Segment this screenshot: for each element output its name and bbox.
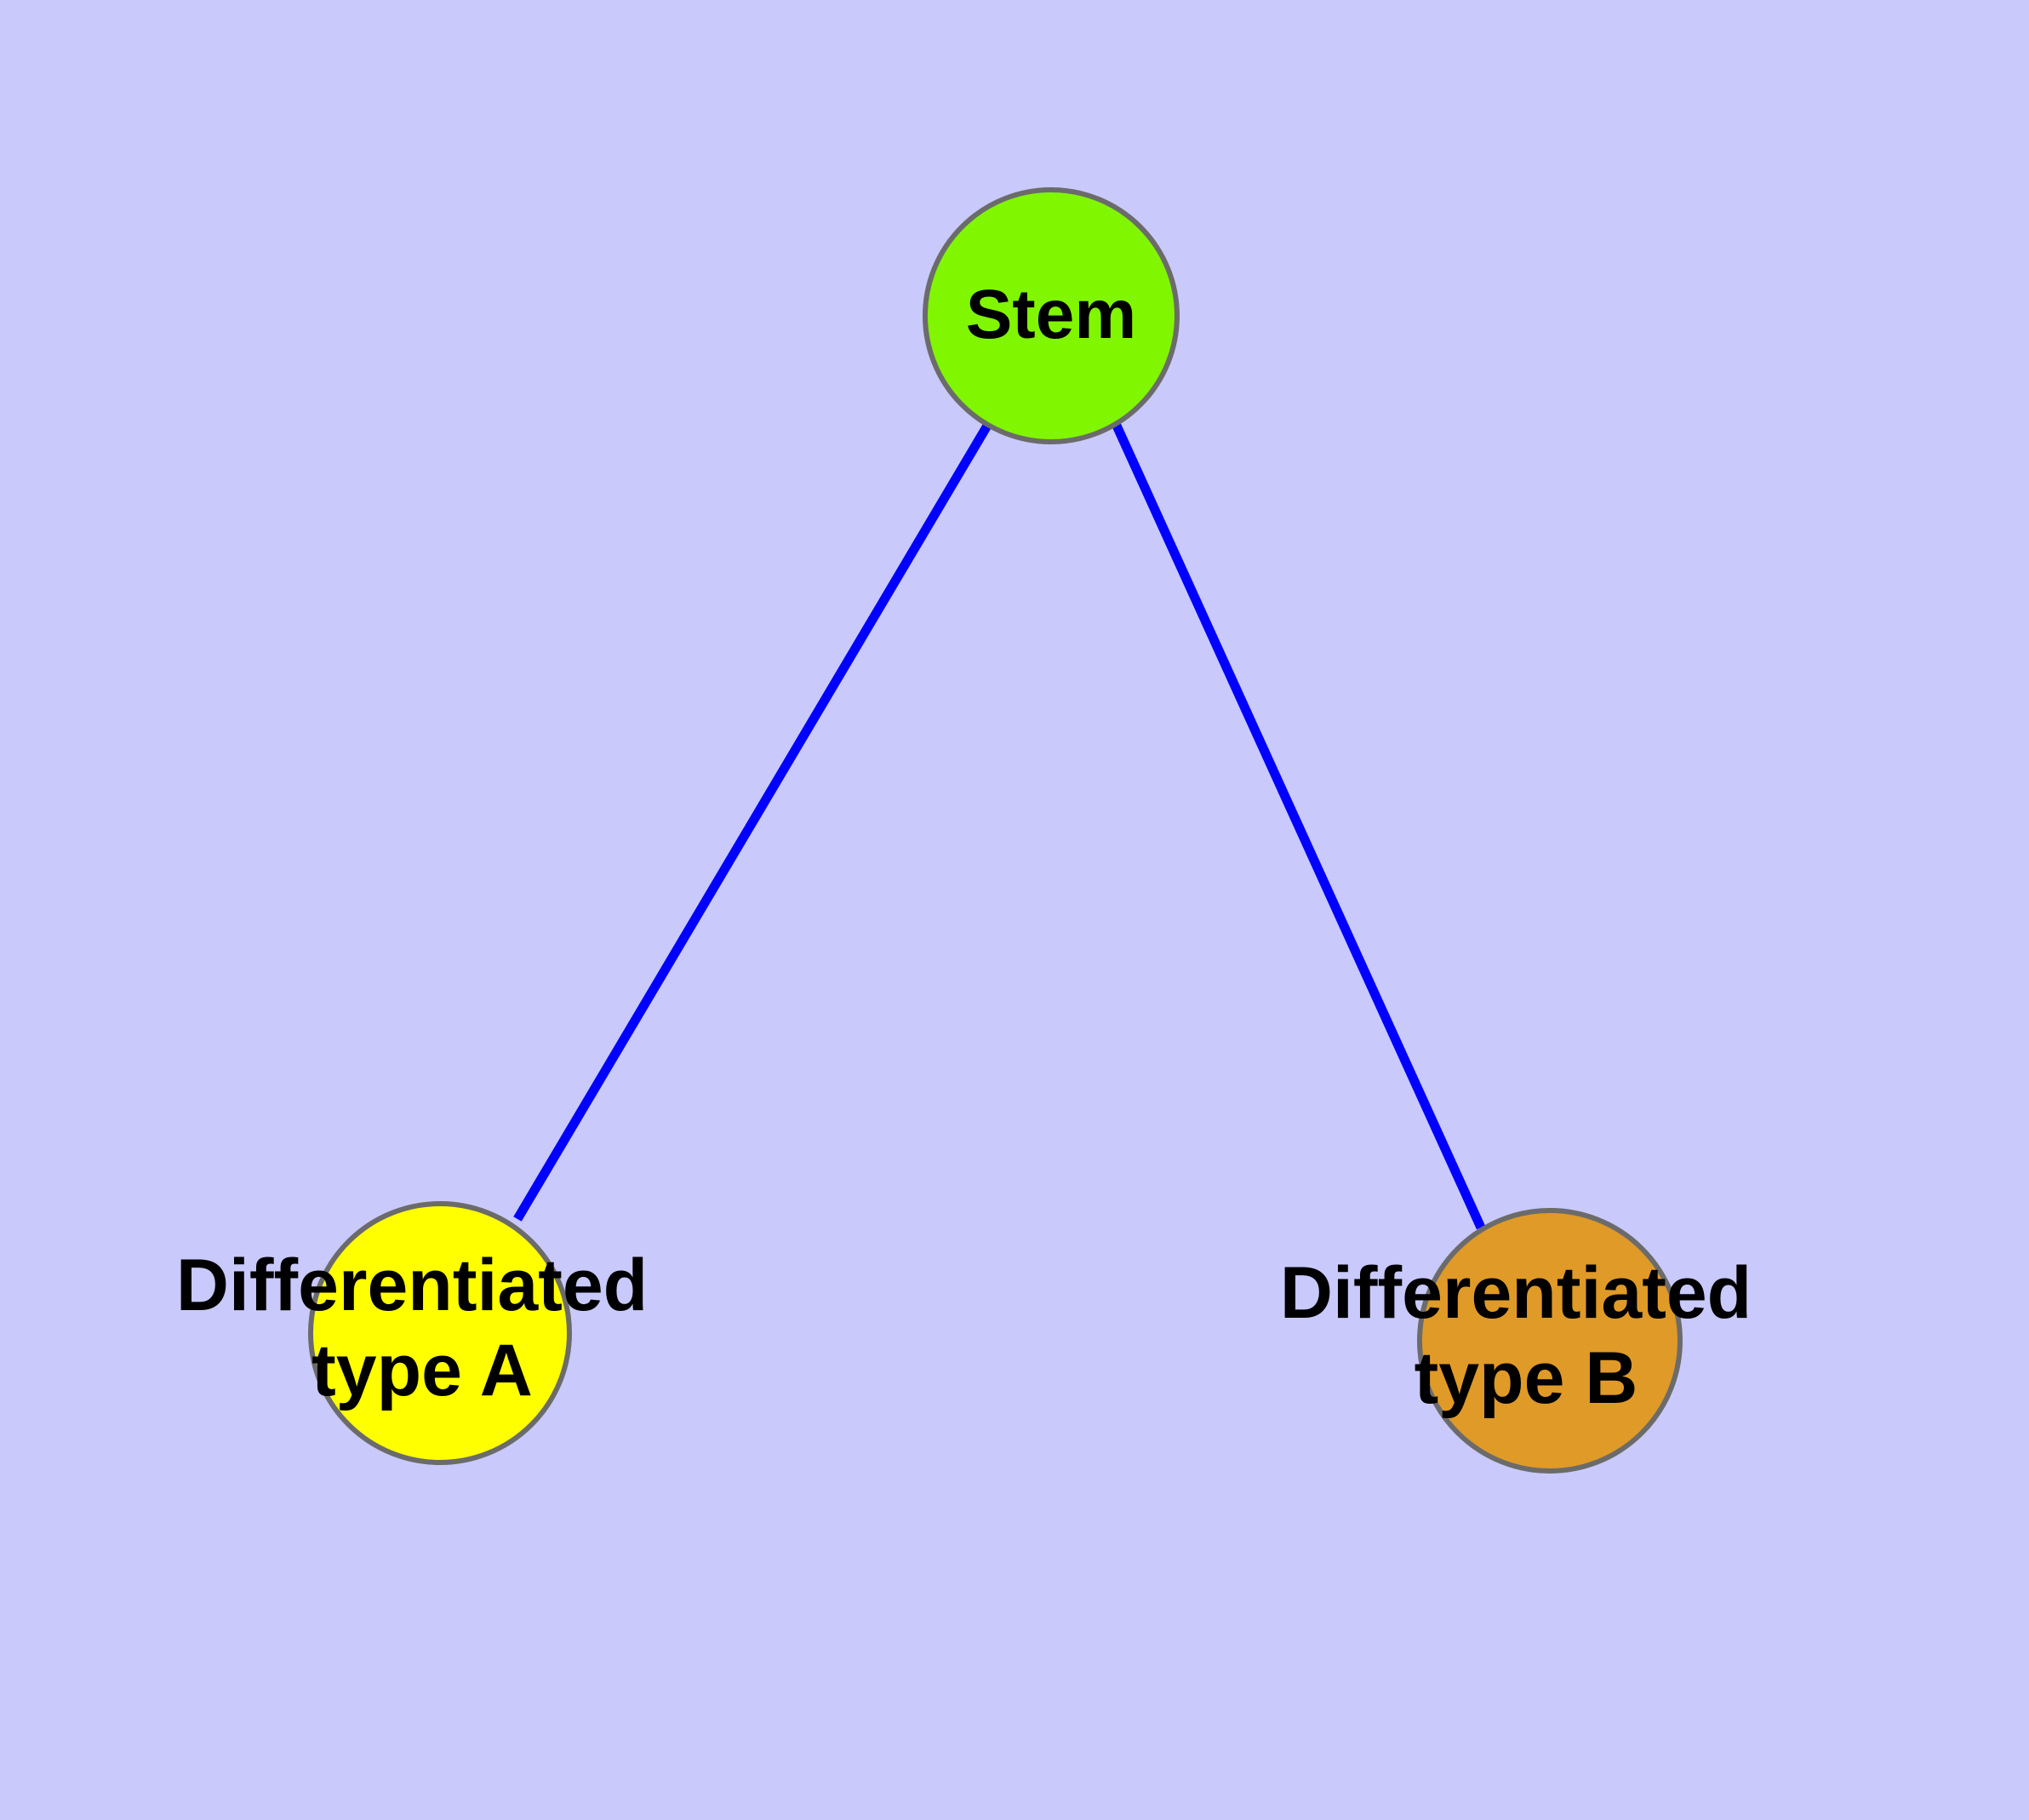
edge-group [513,423,1486,1230]
edge-stem-to-diff-a [513,423,992,1222]
node-diff-b-label-line-1: Differentiated [1280,1252,1752,1334]
node-diff-a-label-line-2: type A [311,1330,533,1411]
node-group [308,187,1683,1474]
edge-stem-to-diff-b [1112,423,1486,1230]
label-group: Stem Differentiated type A Differentiate… [176,276,1772,1419]
node-diff-b-circle[interactable] [1417,1208,1683,1474]
node-diff-b[interactable] [1417,1208,1683,1474]
node-diff-a-circle[interactable] [308,1201,572,1465]
node-stem-label: Stem [966,276,1137,353]
node-diff-b-label: Differentiated type B [1280,1252,1772,1419]
node-diff-a[interactable] [308,1201,572,1465]
node-diff-a-label: Differentiated type A [176,1245,668,1411]
node-diff-b-label-line-2: type B [1415,1337,1638,1419]
node-stem-circle[interactable] [923,187,1180,444]
node-diff-a-label-line-1: Differentiated [176,1245,648,1326]
node-stem[interactable] [923,187,1180,444]
